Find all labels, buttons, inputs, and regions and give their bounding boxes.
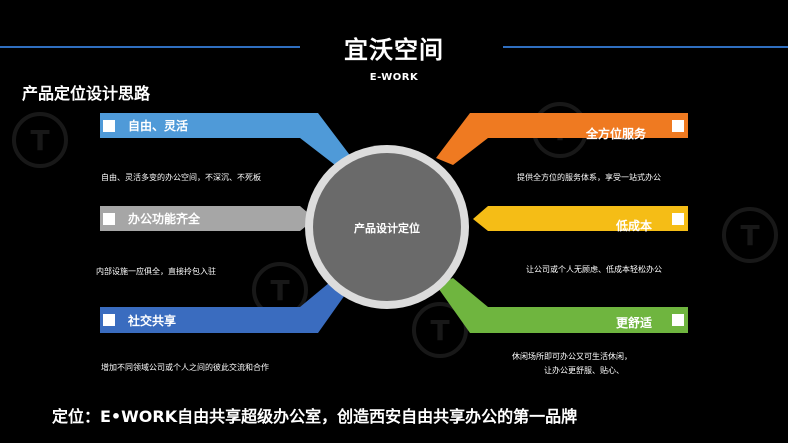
right-item-2-desc: 让公司或个人无顾虑、低成本轻松办公 — [526, 265, 662, 274]
watermark-logo-bottom: T — [412, 302, 468, 358]
right-item-3-label: 更舒适 — [616, 316, 653, 330]
section-heading: 产品定位设计思路 — [22, 84, 151, 103]
page-title: 宜沃空间 — [344, 36, 444, 64]
left-arrow-2 — [100, 206, 315, 231]
title-rule-right — [503, 46, 788, 48]
svg-text:T: T — [740, 219, 759, 252]
right-arrow-2 — [473, 206, 688, 231]
left-item-1-label: 自由、灵活 — [128, 119, 189, 133]
left-marker-3 — [103, 314, 115, 326]
right-marker-1 — [672, 120, 684, 132]
right-item-2-label: 低成本 — [616, 219, 653, 233]
right-item-3-desc-line-1: 休闲场所即可办公又可生活休闲， — [512, 352, 632, 361]
svg-text:T: T — [270, 274, 289, 307]
left-marker-2 — [103, 213, 115, 225]
right-arrow-3 — [436, 278, 688, 333]
left-item-2-label: 办公功能齐全 — [128, 212, 201, 226]
left-item-3-label: 社交共享 — [128, 314, 177, 328]
svg-text:T: T — [30, 124, 49, 157]
left-item-1-desc: 自由、灵活多变的办公空间，不深沉、不死板 — [101, 173, 261, 182]
hub-label: 产品设计定位 — [354, 222, 420, 235]
right-item-1-label: 全方位服务 — [586, 127, 647, 141]
watermark-logo-left: T — [12, 112, 68, 168]
hub-inner — [313, 153, 461, 301]
svg-text:T: T — [430, 314, 449, 347]
left-arrow-3 — [100, 278, 352, 333]
page-subtitle: E-WORK — [369, 72, 419, 83]
right-marker-3 — [672, 314, 684, 326]
left-item-2-desc: 内部设施一应俱全，直接拎包入驻 — [96, 267, 216, 276]
positioning-statement: 定位：E•WORK自由共享超级办公室，创造西安自由共享办公的第一品牌 — [52, 407, 578, 426]
right-item-3-desc-line-2: 让办公更舒服、贴心、 — [544, 366, 624, 375]
right-marker-2 — [672, 213, 684, 225]
left-marker-1 — [103, 120, 115, 132]
right-arrow-1 — [436, 113, 688, 165]
watermark-logo-far-right: T — [722, 207, 778, 263]
left-arrow-1 — [100, 113, 352, 165]
title-rule-left — [0, 46, 300, 48]
right-item-1-desc: 提供全方位的服务体系，享受一站式办公 — [517, 173, 661, 182]
left-item-3-desc: 增加不同领域公司或个人之间的彼此交流和合作 — [101, 363, 269, 372]
